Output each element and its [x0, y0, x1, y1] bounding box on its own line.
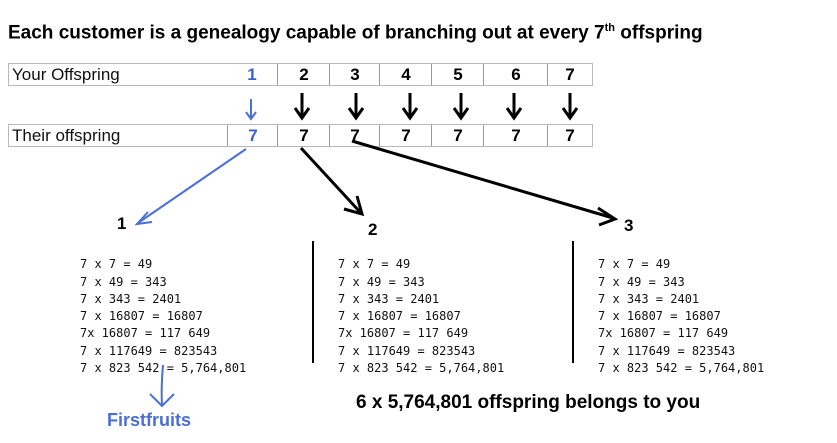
divider-2: [572, 241, 574, 363]
their-offspring-cell-4: 7: [379, 125, 432, 146]
branch-3-arrow-icon: [351, 139, 619, 227]
branch-3-number: 3: [624, 216, 634, 235]
your-offspring-cell-1: 1: [247, 65, 257, 84]
title-sup: th: [604, 22, 615, 34]
branch-2-line: 7 x 117649 = 823543: [338, 343, 476, 358]
branch-2-line: 7 x 823 542 = 5,764,801: [338, 361, 505, 376]
branch-3-line: 7 x 49 = 343: [598, 274, 685, 289]
branch-3-line: 7 x 7 = 49: [598, 257, 671, 272]
down-arrow-icon-6: [505, 93, 523, 121]
branch-1-line: 7 x 16807 = 16807: [80, 309, 203, 324]
their-offspring-label: Their offspring: [12, 126, 121, 145]
branch-2-arrow-icon: [299, 146, 365, 217]
branch-2-line: 7 x 7 = 49: [338, 257, 411, 272]
branch-3-line: 7 x 343 = 2401: [598, 291, 700, 306]
branch-1-line: 7 x 49 = 343: [80, 274, 167, 289]
branch-2-line: 7 x 49 = 343: [338, 274, 425, 289]
title-text: Each customer is a genealogy capable of …: [8, 22, 605, 44]
their-offspring-cell-6: 7: [483, 125, 548, 146]
firstfruits-arrow-icon: [149, 364, 175, 408]
down-arrow-icon-4: [401, 93, 419, 121]
down-arrow-icon-5: [452, 93, 470, 121]
branch-1-line: 7 x 823 542 = 5,764,801: [80, 361, 247, 376]
down-arrow-icon-7: [561, 93, 579, 121]
branch-2-line: 7 x 343 = 2401: [338, 291, 440, 306]
branch-3-line: 7 x 823 542 = 5,764,801: [598, 361, 765, 376]
your-offspring-cell-6: 6: [483, 64, 548, 85]
their-offspring-cell-7: 7: [547, 125, 592, 146]
your-offspring-cell-4: 4: [379, 64, 432, 85]
your-offspring-label: Your Offspring: [12, 65, 120, 84]
branch-1-arrow-icon: [134, 148, 247, 226]
your-offspring-cell-5: 5: [431, 64, 484, 85]
their-offspring-cell-2: 7: [277, 125, 330, 146]
branch-1-number: 1: [117, 214, 127, 233]
branch-1-line: 7 x 117649 = 823543: [80, 343, 218, 358]
branch-1-line: 7x 16807 = 117 649: [80, 326, 211, 341]
branch-3-line: 7x 16807 = 117 649: [598, 326, 729, 341]
branch-1-calculations: 7 x 7 = 49 7 x 49 = 343 7 x 343 = 2401 7 x …: [80, 239, 246, 395]
their-offspring-cell-5: 7: [431, 125, 484, 146]
branch-1-line: 7 x 343 = 2401: [80, 291, 182, 306]
down-arrow-icon-1: [245, 99, 257, 121]
your-offspring-cell-3: 3: [329, 64, 380, 85]
their-offspring-cell-1: 7: [227, 125, 278, 146]
branch-3-line: 7 x 117649 = 823543: [598, 343, 736, 358]
branch-3-calculations: 7 x 7 = 49 7 x 49 = 343 7 x 343 = 2401 7 x …: [598, 239, 764, 395]
branch-2-line: 7x 16807 = 117 649: [338, 326, 469, 341]
firstfruits-label: Firstfruits: [107, 410, 192, 430]
branch-2-number: 2: [368, 220, 378, 239]
branch-3-line: 7 x 16807 = 16807: [598, 309, 721, 324]
divider-1: [312, 241, 314, 363]
branch-2-calculations: 7 x 7 = 49 7 x 49 = 343 7 x 343 = 2401 7 x …: [338, 239, 504, 395]
branch-2-line: 7 x 16807 = 16807: [338, 309, 461, 324]
branch-1-line: 7 x 7 = 49: [80, 257, 153, 272]
down-arrow-icon-3: [347, 93, 365, 121]
title-suffix: offspring: [614, 22, 703, 44]
total-summary: 6 x 5,764,801 offspring belongs to you: [356, 392, 701, 413]
their-offspring-row: Their offspring 7 7 7 7 7 7 7: [8, 124, 593, 147]
page-title: Each customer is a genealogy capable of …: [8, 22, 703, 44]
their-offspring-cell-3: 7: [329, 125, 380, 146]
your-offspring-row: Your Offspring 1 2 3 4 5 6 7: [8, 63, 593, 86]
your-offspring-cell-7: 7: [547, 64, 592, 85]
your-offspring-cell-2: 2: [277, 64, 330, 85]
down-arrow-icon-2: [293, 93, 311, 121]
